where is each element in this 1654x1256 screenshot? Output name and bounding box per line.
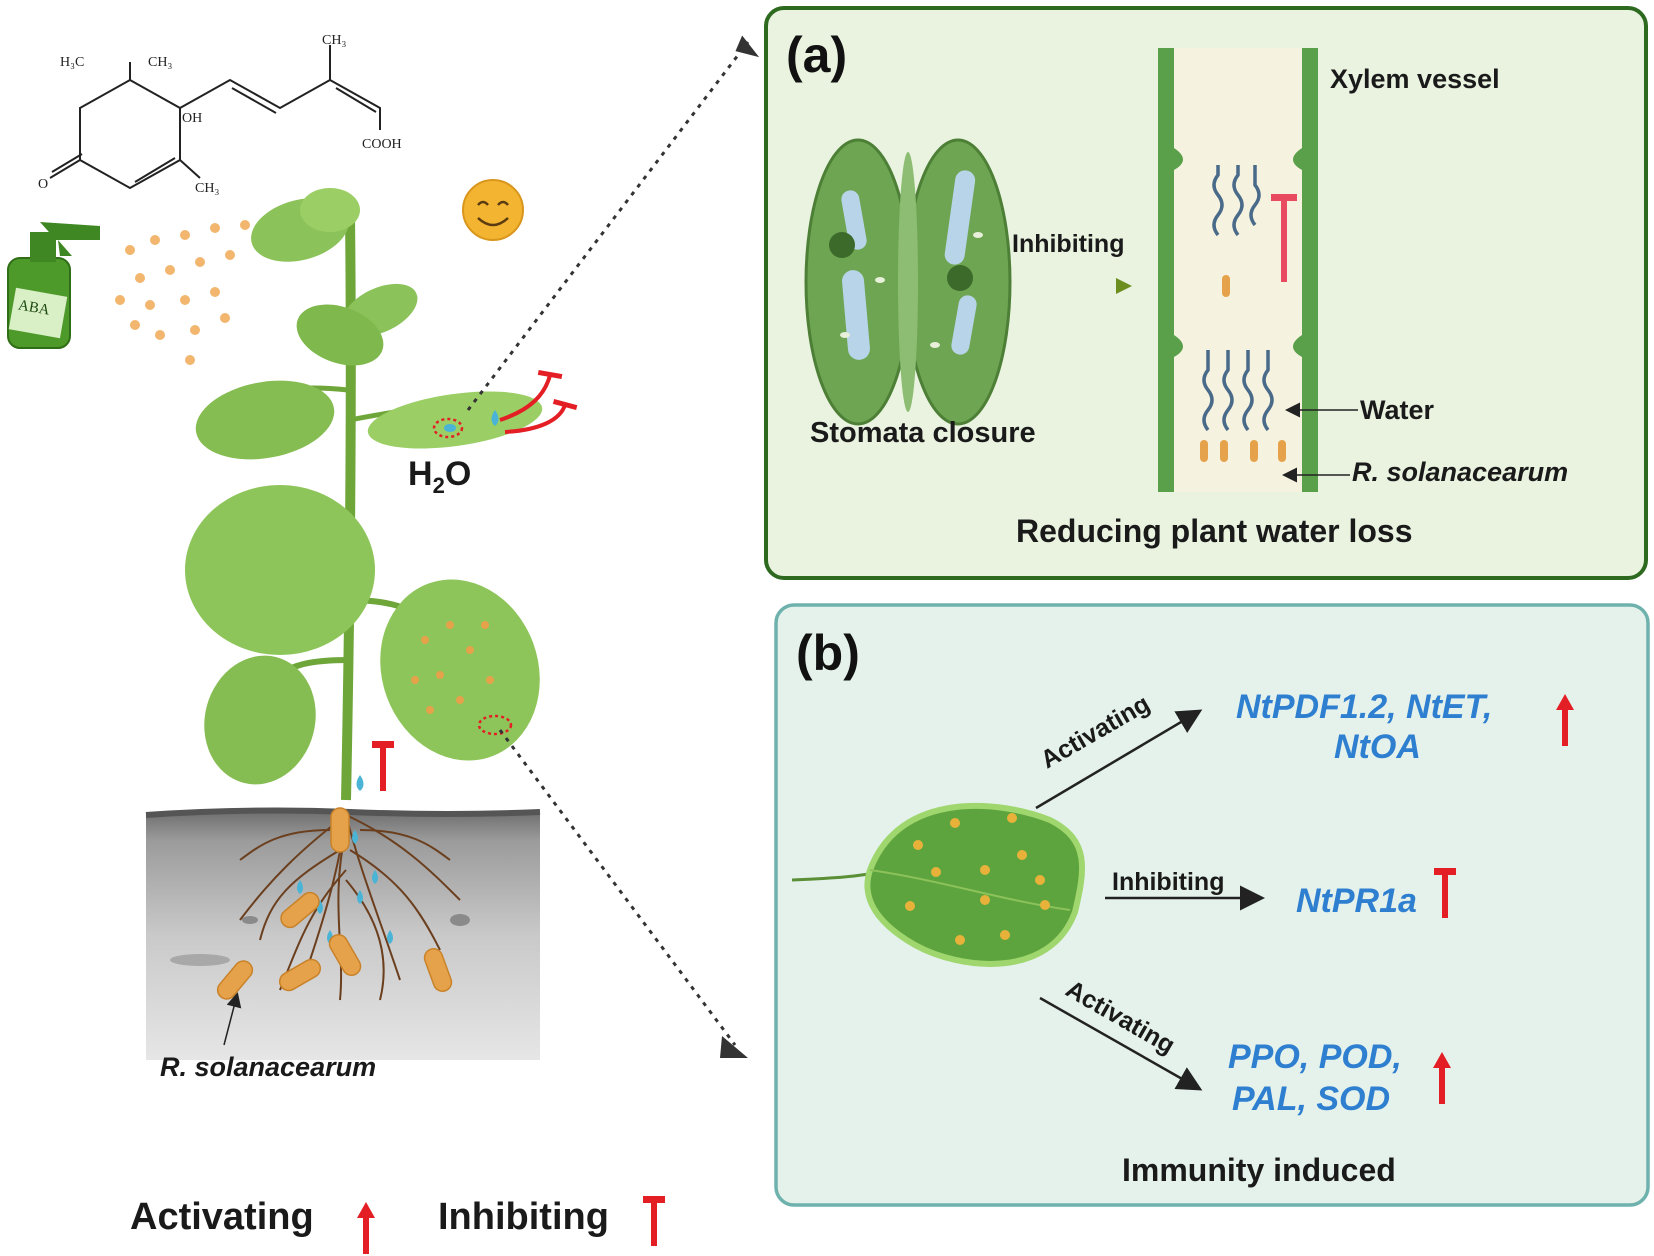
panel-a-letter: (a) (786, 27, 848, 83)
activating-arrow-top (1035, 709, 1203, 810)
atom-label-h3c: H₃C (60, 55, 84, 70)
soil-pathogen-label: R. solanacearum (160, 1052, 377, 1082)
genes-bottom-line1: PPO, POD, (1228, 1038, 1402, 1076)
soil-pathogen-pointer (223, 992, 242, 1046)
stomata-guard-cells-icon (804, 138, 1012, 426)
xylem-water-label: Water (1360, 395, 1435, 425)
legend-inhibiting-label: Inhibiting (438, 1196, 609, 1238)
atom-label-ch3-3: CH₃ (195, 181, 219, 196)
water-label: H2O (408, 455, 472, 498)
water-flow-waves (1202, 165, 1274, 432)
panel-a-arrow-label: Inhibiting (1012, 230, 1125, 258)
legend-activating-label: Activating (130, 1196, 314, 1238)
xylem-pathogen-label: R. solanacearum (1352, 457, 1569, 487)
genes-top-line1: NtPDF1.2, NtET, (1236, 688, 1493, 726)
connector-to-panel-a (466, 41, 750, 411)
panel-b-letter: (b) (796, 625, 860, 681)
genes-mid: NtPR1a (1296, 882, 1417, 920)
spray-droplets (115, 220, 250, 365)
atom-label-o: O (38, 177, 48, 192)
stem-water-drop-icon (356, 775, 364, 791)
stem-inhibit-tbar-icon (372, 741, 394, 791)
panel-b-summary: Immunity induced (1122, 1152, 1396, 1188)
sun-face-icon (462, 179, 524, 241)
panel-a-summary: Reducing plant water loss (1016, 513, 1413, 549)
tobacco-plant-illustration (185, 188, 578, 801)
xylem-vessel-illustration (1158, 48, 1318, 492)
legend-activating-arrow-icon (357, 1202, 375, 1254)
xylem-bacteria (1200, 275, 1286, 462)
xylem-inhibit-tbar-icon (1271, 194, 1297, 282)
aba-spray-bottle-icon (7, 222, 100, 349)
activating-arrow-bottom (1039, 996, 1203, 1091)
infected-leaf-icon (791, 802, 1086, 967)
genes-top-line2: NtOA (1334, 728, 1421, 766)
branch-mid-label: Inhibiting (1112, 868, 1225, 896)
genes-bottom-line2: PAL, SOD (1232, 1080, 1391, 1118)
aba-molecule-structure (49, 45, 381, 190)
atom-label-ch3-2: CH₃ (322, 33, 346, 48)
legend-inhibiting-tbar-icon (643, 1196, 665, 1246)
atom-label-ch3-1: CH₃ (148, 55, 172, 70)
atom-label-cooh: COOH (362, 137, 402, 152)
stomata-closure-label: Stomata closure (810, 417, 1036, 449)
xylem-vessel-label: Xylem vessel (1330, 64, 1500, 94)
atom-label-oh: OH (182, 111, 202, 126)
panel-b-frame (774, 603, 1650, 1207)
